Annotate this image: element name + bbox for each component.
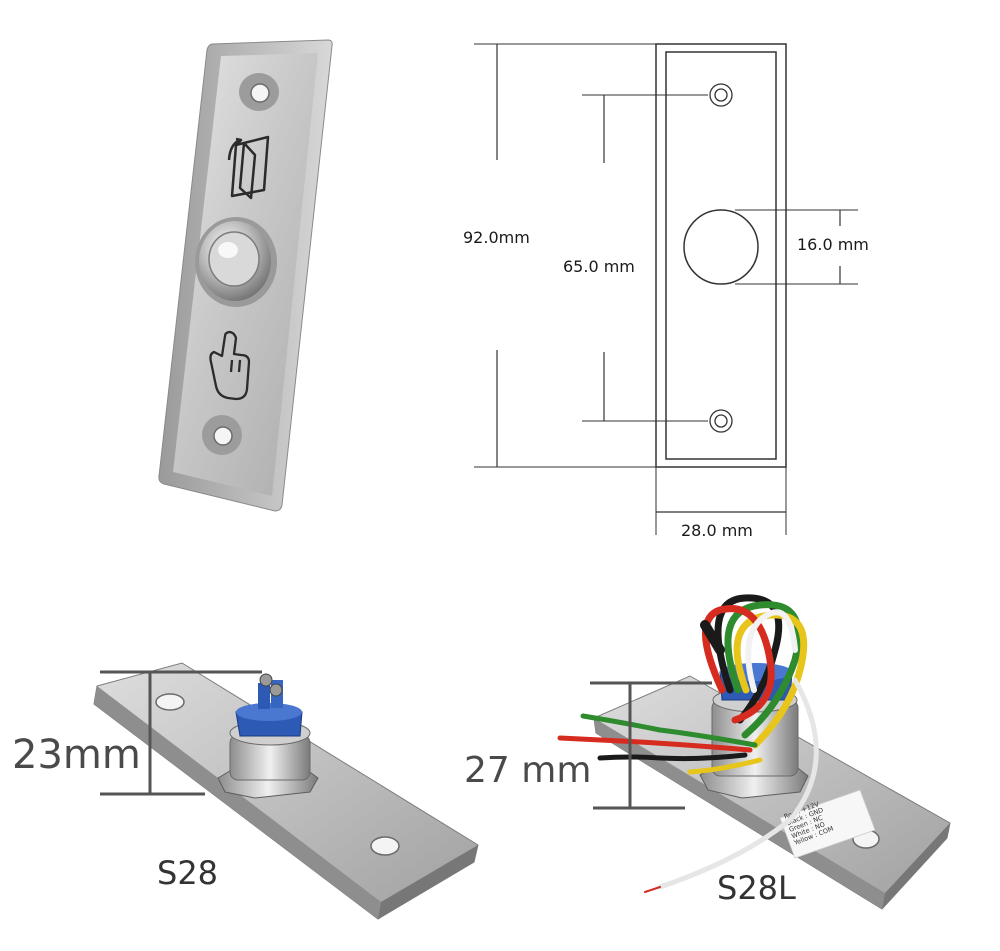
height-label: 92.0mm — [463, 228, 530, 247]
s28l-photo: Red : +12V Black : GND Green : NC White … — [557, 594, 951, 910]
width-label: 28.0 mm — [681, 521, 753, 540]
s28l-caption: S28L — [717, 869, 796, 907]
screw-hole-icon — [370, 836, 400, 856]
screw-hole-icon — [239, 73, 279, 111]
s28-photo — [93, 662, 479, 920]
push-hand-icon — [209, 330, 251, 401]
s28-height-label: 23mm — [12, 732, 141, 778]
s28-caption: S28 — [157, 854, 218, 892]
dimension-drawing — [474, 43, 858, 535]
s28-dimension — [100, 670, 262, 796]
door-open-icon — [227, 135, 270, 200]
wiring-label-tag: Red : +12V Black : GND Green : NC White … — [779, 789, 876, 859]
hole-spacing-label: 65.0 mm — [563, 257, 635, 276]
screw-hole-icon — [155, 693, 185, 711]
s28l-height-label: 27 mm — [464, 750, 591, 791]
wires — [557, 594, 819, 893]
screw-hole-icon — [202, 415, 242, 455]
s28l-dimension — [590, 681, 712, 810]
button-diameter-label: 16.0 mm — [797, 235, 869, 254]
button-icon — [195, 217, 277, 307]
front-plate-photo — [158, 39, 333, 512]
